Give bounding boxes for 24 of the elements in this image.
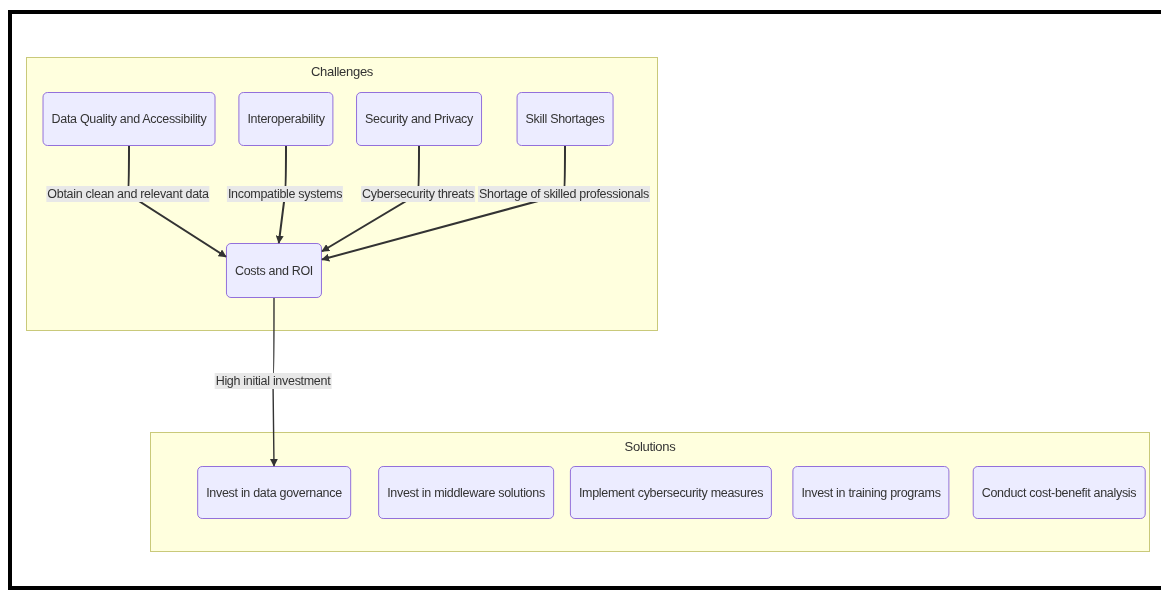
arrow [321, 145, 566, 262]
process-box: Skill Shortages [516, 92, 614, 146]
group-title: Challenges [309, 64, 374, 79]
arrow [269, 297, 278, 467]
edge-label: Cybersecurity threats [361, 186, 475, 202]
process-box: Invest in data governance [197, 466, 351, 519]
process-box: Costs and ROI [225, 243, 323, 298]
edge-label: Incompatible systems [226, 186, 344, 202]
arrow [321, 145, 420, 253]
group-panel [150, 432, 1150, 552]
group-panel [26, 57, 658, 331]
process-box: Invest in middleware solutions [378, 466, 554, 519]
process-box: Conduct cost-benefit analysis [972, 466, 1146, 519]
edge-label: Obtain clean and relevant data [46, 186, 210, 202]
process-box: Invest in training programs [792, 466, 950, 519]
process-box: Interoperability [238, 92, 334, 146]
process-box: Implement cybersecurity measures [569, 466, 773, 519]
process-box: Security and Privacy [356, 92, 482, 146]
arrow [127, 145, 227, 258]
process-box: Data Quality and Accessibility [42, 92, 216, 146]
group-title: Solutions [623, 439, 677, 454]
arrow [275, 145, 287, 244]
edge-label: High initial investment [214, 373, 332, 389]
edge-label: Shortage of skilled professionals [477, 186, 651, 202]
